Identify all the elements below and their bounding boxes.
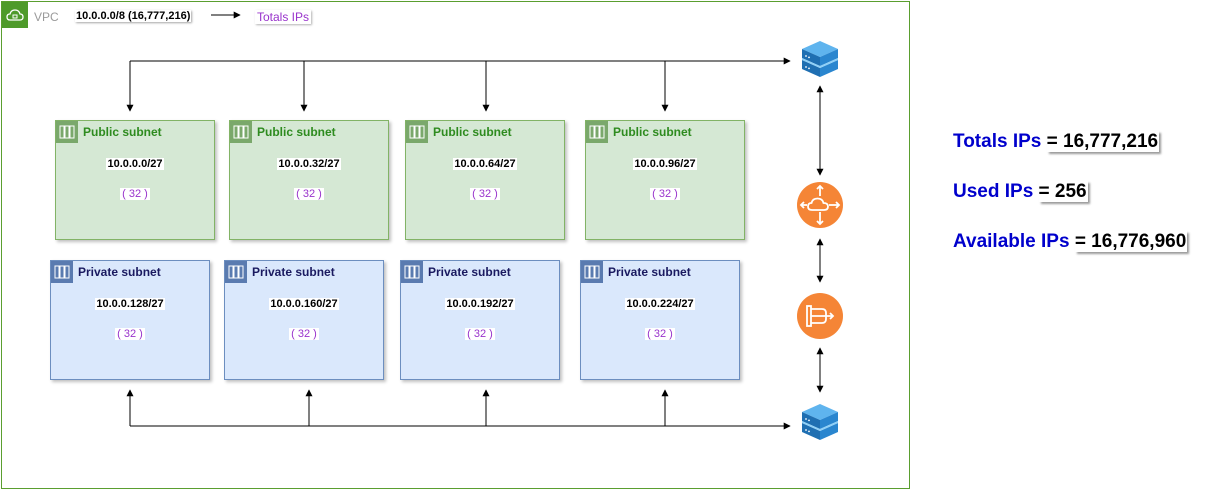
top-stacked-server-icon[interactable] [798,38,842,82]
subnet-cidr: 10.0.0.128/27 [95,298,165,310]
subnet-name: Private subnet [252,265,335,279]
server-rack-icon [581,261,603,283]
bottom-stacked-server-icon[interactable] [798,401,842,445]
subnet-cidr: 10.0.0.32/27 [277,158,341,170]
subnet-cidr: 10.0.0.64/27 [453,158,517,170]
summary-used-value: = 256 [1038,181,1088,202]
subnet-name: Public subnet [613,125,692,139]
public-subnet-3[interactable]: Public subnet 10.0.0.64/27 ( 32 ) [405,120,565,240]
subnet-cidr: 10.0.0.192/27 [445,298,515,310]
nat-gateway-icon[interactable] [796,292,844,340]
subnet-ip-count: ( 32 ) [650,188,680,200]
private-subnet-4[interactable]: Private subnet 10.0.0.224/27 ( 32 ) [580,260,740,380]
subnet-ip-count: ( 32 ) [645,328,675,340]
server-rack-icon [586,121,608,143]
subnet-name: Public subnet [83,125,162,139]
public-subnet-2[interactable]: Public subnet 10.0.0.32/27 ( 32 ) [229,120,389,240]
server-rack-icon [56,121,78,143]
subnet-cidr: 10.0.0.96/27 [633,158,697,170]
server-rack-icon [230,121,252,143]
server-rack-icon [51,261,73,283]
public-subnet-1[interactable]: Public subnet 10.0.0.0/27 ( 32 ) [55,120,215,240]
server-rack-icon [401,261,423,283]
subnet-ip-count: ( 32 ) [470,188,500,200]
vpc-label: VPC [34,10,59,24]
internet-gateway-icon[interactable] [796,181,844,229]
subnet-ip-count: ( 32 ) [289,328,319,340]
cloud-lock-icon [2,2,28,28]
summary-available-value: = 16,776,960 [1074,231,1188,252]
private-subnet-3[interactable]: Private subnet 10.0.0.192/27 ( 32 ) [400,260,560,380]
subnet-ip-count: ( 32 ) [120,188,150,200]
vpc-container: VPC 10.0.0.0/8 (16,777,216) Totals IPs [1,1,910,489]
summary-available: Available IPs = 16,776,960 [953,231,1188,253]
server-rack-icon [406,121,428,143]
subnet-ip-count: ( 32 ) [294,188,324,200]
subnet-name: Private subnet [78,265,161,279]
subnet-name: Private subnet [608,265,691,279]
server-rack-icon [225,261,247,283]
subnet-name: Private subnet [428,265,511,279]
subnet-cidr: 10.0.0.160/27 [269,298,339,310]
summary-used: Used IPs = 256 [953,181,1088,203]
vpc-cidr-label: 10.0.0.0/8 (16,777,216) [75,10,192,22]
summary-available-label: Available IPs [953,231,1070,252]
totals-ips-link[interactable]: Totals IPs [257,10,310,24]
subnet-name: Public subnet [257,125,336,139]
summary-totals: Totals IPs = 16,777,216 [953,131,1160,153]
summary-totals-value: = 16,777,216 [1046,131,1160,152]
private-subnet-1[interactable]: Private subnet 10.0.0.128/27 ( 32 ) [50,260,210,380]
subnet-name: Public subnet [433,125,512,139]
public-subnet-4[interactable]: Public subnet 10.0.0.96/27 ( 32 ) [585,120,745,240]
subnet-cidr: 10.0.0.224/27 [625,298,695,310]
subnet-ip-count: ( 32 ) [465,328,495,340]
private-subnet-2[interactable]: Private subnet 10.0.0.160/27 ( 32 ) [224,260,384,380]
summary-used-label: Used IPs [953,181,1034,202]
subnet-ip-count: ( 32 ) [115,328,145,340]
subnet-cidr: 10.0.0.0/27 [106,158,164,170]
summary-totals-label: Totals IPs [953,131,1042,152]
